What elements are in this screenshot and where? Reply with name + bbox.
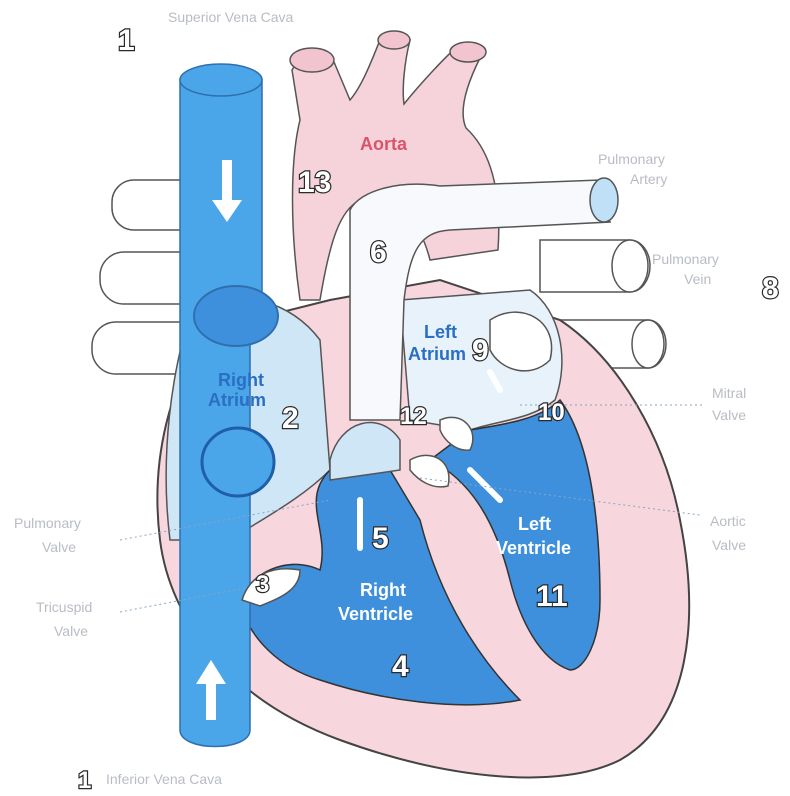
step-number-3: 3 [256, 571, 269, 598]
pulmonary-valve-label-line1: Pulmonary [14, 515, 81, 531]
mitral-valve-label-line1: Mitral [712, 385, 746, 401]
right-atrium-label-line1: Right [218, 370, 264, 390]
pulmonary-vein-label-line1: Pulmonary [652, 251, 719, 267]
aortic-valve-label-line2: Valve [712, 537, 746, 553]
step-number-12: 12 [400, 403, 427, 430]
left-ventricle-label-line1: Left [518, 514, 551, 534]
aorta-label: Aorta [360, 134, 408, 154]
step-number-6: 6 [370, 236, 387, 269]
svc-label-line1: Superior Vena Cava [168, 9, 294, 25]
step-number-1-bottom: 1 [78, 767, 91, 794]
pulmonary-artery-end [590, 178, 618, 222]
left-atrium-label-line2: Atrium [408, 344, 466, 364]
step-number-2: 2 [282, 402, 299, 435]
pulmonary-valve-label-line2: Valve [42, 539, 76, 555]
right-ventricle-label-line1: Right [360, 580, 406, 600]
ivc-opening [202, 428, 274, 496]
step-number-5: 5 [372, 522, 389, 555]
right-ventricle-label-line2: Ventricle [338, 604, 413, 624]
tricuspid-valve-label-line2: Valve [54, 623, 88, 639]
step-number-13: 13 [298, 166, 331, 199]
step-number-4: 4 [392, 650, 409, 683]
right-atrium-label-line2: Atrium [208, 390, 266, 410]
tricuspid-valve-label-line1: Tricuspid [36, 599, 92, 615]
mitral-valve-label-line2: Valve [712, 407, 746, 423]
left-atrium-label-line1: Left [424, 322, 457, 342]
step-number-9: 9 [472, 334, 489, 367]
ivc-label: Inferior Vena Cava [106, 771, 222, 787]
left-ventricle-label-line2: Ventricle [496, 538, 571, 558]
step-number-11: 11 [536, 580, 568, 613]
aortic-valve-label-line1: Aortic [710, 513, 746, 529]
pulmonary-vein-label-line2: Vein [684, 271, 711, 287]
svc-opening [180, 64, 262, 96]
step-number-8: 8 [762, 272, 779, 305]
step-number-10: 10 [538, 399, 565, 426]
pulmonary-artery-label-line2: Artery [630, 171, 667, 187]
step-number-1-top: 1 [118, 24, 135, 57]
svc-junction [194, 286, 278, 346]
pulmonary-artery-label-line1: Pulmonary [598, 151, 665, 167]
